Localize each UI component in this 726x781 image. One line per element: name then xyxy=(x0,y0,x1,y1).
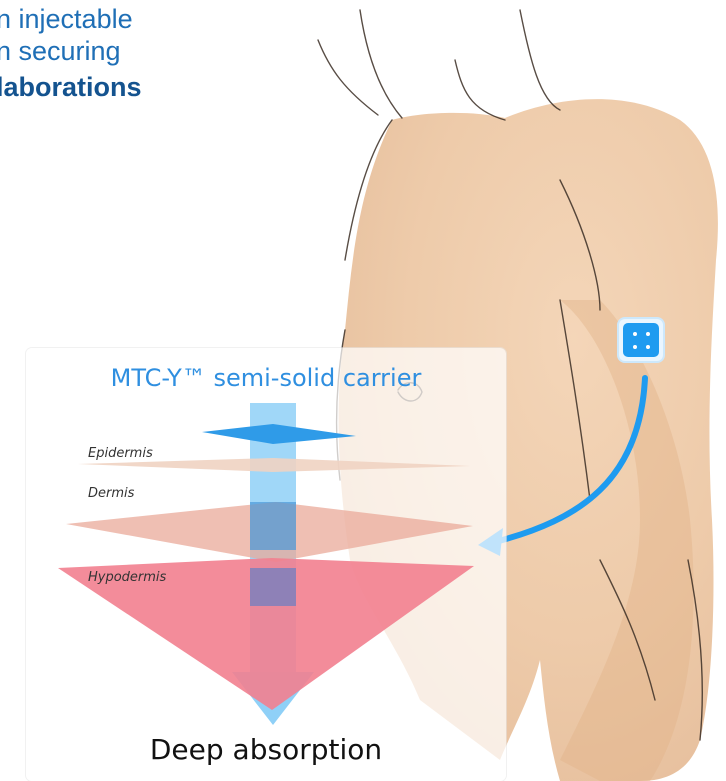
absorption-label: Deep absorption xyxy=(26,733,506,766)
dermis-label: Dermis xyxy=(88,486,134,501)
hypodermis-label: Hypodermis xyxy=(88,570,166,585)
epidermis-label: Epidermis xyxy=(88,446,153,461)
hypodermis-column-overlap xyxy=(250,568,296,606)
carrier-disc xyxy=(202,424,356,444)
dermis-column-overlap xyxy=(250,502,296,550)
carrier-title: MTC-Y™ semi-solid carrier xyxy=(26,364,506,392)
